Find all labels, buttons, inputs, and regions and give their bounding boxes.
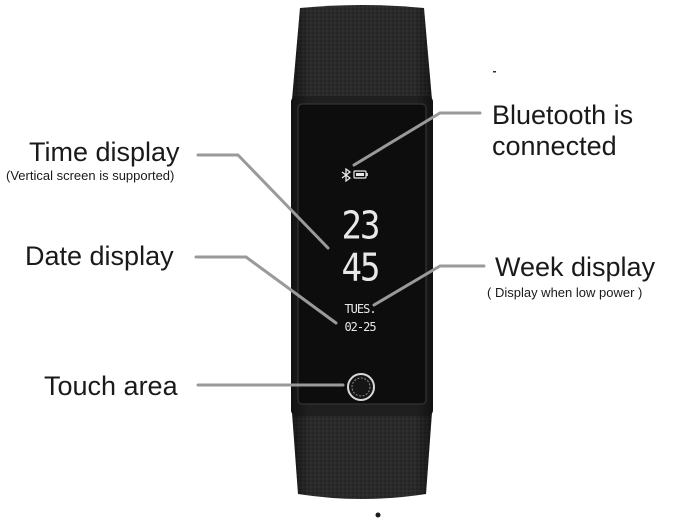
bluetooth-icon <box>341 167 352 183</box>
leader-line-time <box>196 153 330 250</box>
label-date-display: Date display <box>25 241 174 271</box>
leader-line-bluetooth <box>352 111 482 167</box>
leader-line-date <box>194 255 338 325</box>
battery-icon <box>353 170 368 179</box>
label-week-display-note: ( Display when low power ) <box>487 285 643 300</box>
stray-dot <box>375 512 381 518</box>
screen-panel <box>298 104 426 404</box>
label-bluetooth-line1: Bluetooth is <box>492 100 634 130</box>
touch-button-icon[interactable] <box>347 373 375 401</box>
weekday-readout: TUES. <box>344 302 376 316</box>
date-readout: 02-25 <box>344 320 376 334</box>
clock-hour: 23 <box>341 203 381 249</box>
leader-line-week <box>372 264 486 307</box>
label-time-display-note: (Vertical screen is supported) <box>6 168 175 183</box>
label-time-display: Time display <box>29 137 180 167</box>
label-touch-area: Touch area <box>44 371 178 401</box>
stray-mark <box>493 71 496 73</box>
label-bluetooth-line2: connected <box>492 131 617 161</box>
clock-minute: 45 <box>341 245 381 291</box>
label-week-display: Week display <box>495 252 656 282</box>
